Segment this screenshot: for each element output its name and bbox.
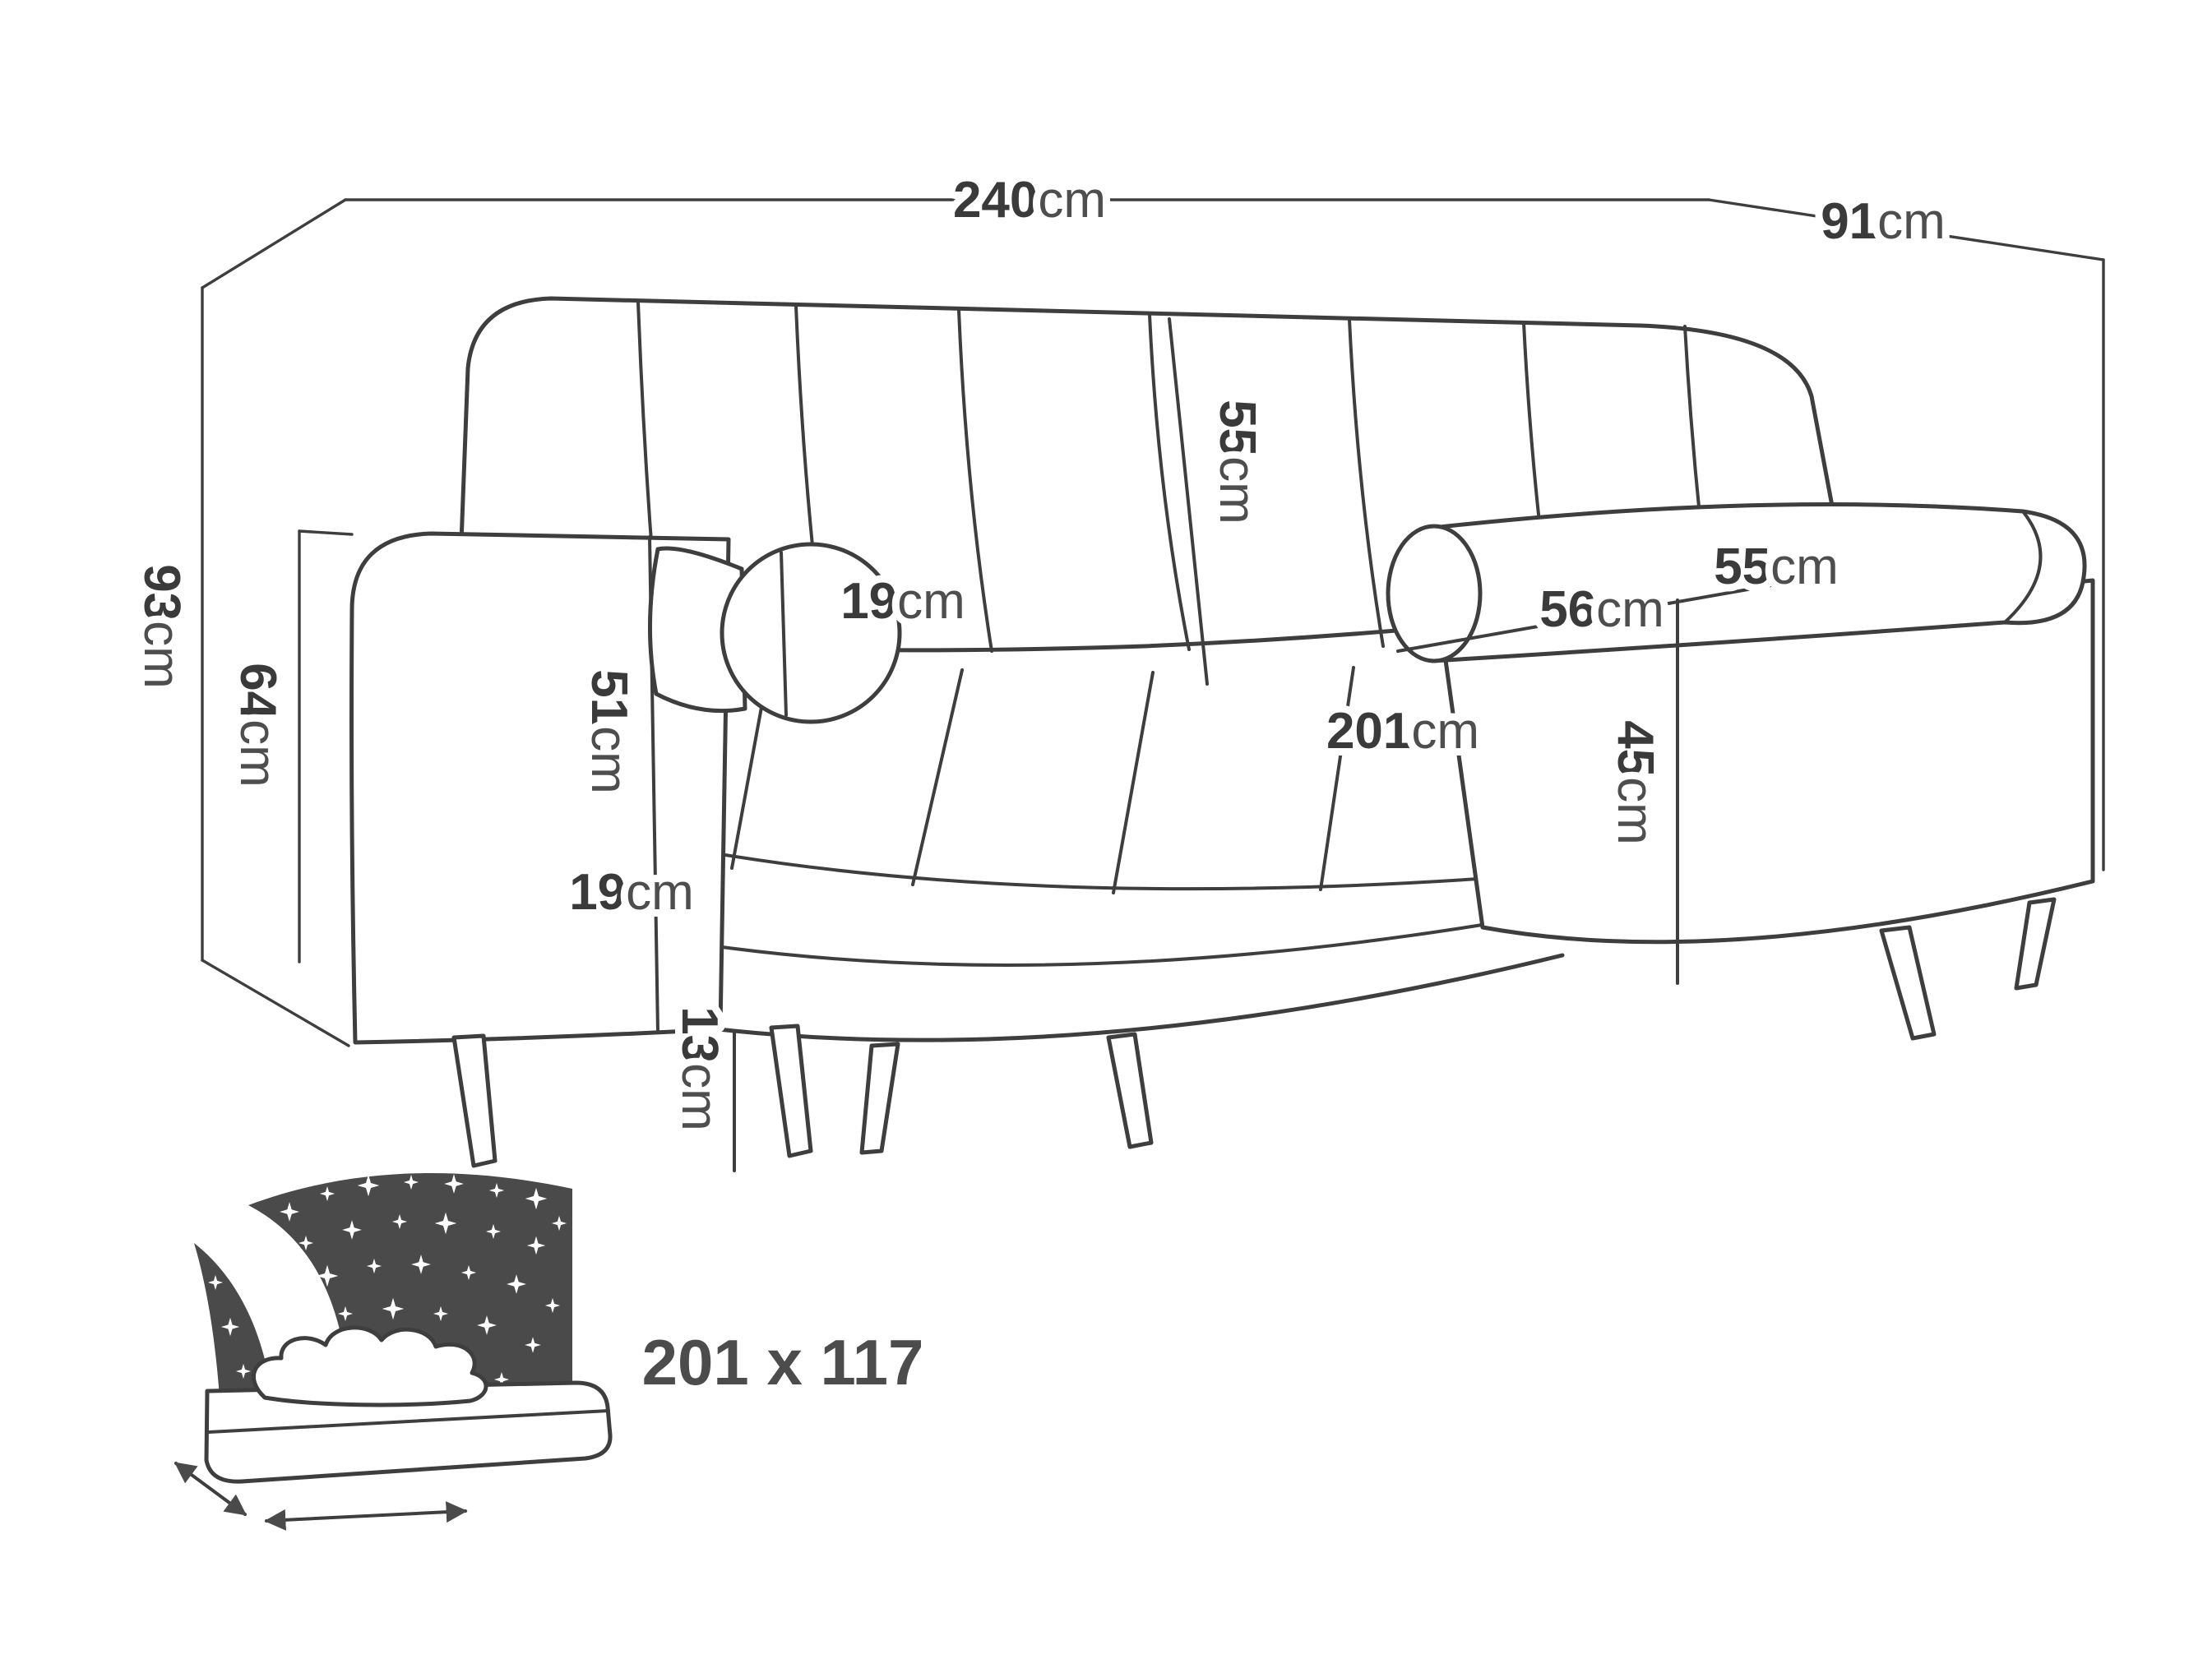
seat-band-seam: [720, 909, 1566, 967]
label-bolster-length: 55cm: [1714, 538, 1839, 595]
bed-icon: [174, 1173, 613, 1531]
seat-channel-seam: [911, 668, 964, 886]
dim-tick-arm-height: [298, 529, 354, 536]
dim-line-seat-depth: [1396, 579, 1801, 653]
right-bolster-body: [1430, 502, 2087, 663]
sofa-leg: [769, 1024, 813, 1158]
backrest-channel-seam: [1148, 313, 1191, 651]
sofa-left-armrest: [349, 531, 902, 1172]
sofa-leg: [859, 1042, 900, 1155]
left-bolster-seam: [780, 551, 788, 717]
seat-bottom-rail: [716, 953, 1565, 1042]
backrest-channel-seam: [957, 308, 993, 653]
left-bolster-end-cap: [720, 542, 902, 724]
label-bolster-diameter: 19cm: [840, 573, 965, 630]
sofa-leg: [1879, 925, 1937, 1041]
dim-line-left-perspective: [201, 198, 347, 289]
bed-duvet-pillow: [252, 1325, 488, 1407]
left-bolster-body: [648, 546, 747, 714]
right-bolster-cap-seam: [2003, 510, 2043, 624]
dimension-reference-lines: [201, 198, 2105, 1047]
bed-depth-arrow: [174, 1462, 248, 1516]
bed-width-arrow: [264, 1501, 468, 1531]
dim-line-left-bottom-perspective: [201, 959, 350, 1047]
label-leg-height: 13cm: [671, 1006, 728, 1131]
dim-line-total-depth: [1707, 198, 2105, 261]
label-total-depth: 91cm: [1821, 193, 1946, 250]
right-bolster-end-cap: [1386, 524, 1483, 663]
sofa-legs: [451, 897, 2057, 1168]
seat-channel-seam: [1319, 666, 1355, 891]
label-sleeping-area: 201 x 117: [642, 1326, 924, 1398]
label-back-height: 55cm: [1209, 400, 1266, 525]
sofa-leg: [1106, 1032, 1154, 1149]
label-total-width: 240cm: [953, 172, 1106, 229]
left-armrest-body: [349, 531, 731, 1045]
label-total-height: 93cm: [133, 564, 190, 689]
label-seat-width: 201cm: [1326, 703, 1479, 760]
sofa-leg: [2014, 897, 2057, 991]
dimension-labels: 240cm 91cm 93cm 64cm 55cm 19cm 55cm 56cm…: [126, 164, 1953, 1406]
sofa-right-armrest: [1386, 502, 2095, 985]
label-seat-height: 45cm: [1607, 720, 1664, 845]
backrest-channel-seam: [1348, 318, 1385, 648]
bed-mattress-seam: [207, 1409, 610, 1434]
label-arm-front-height: 51cm: [581, 669, 637, 794]
seat-channel-seam: [1112, 671, 1155, 894]
label-seat-depth: 56cm: [1539, 581, 1664, 638]
dim-line-back-height: [1168, 317, 1209, 686]
label-arm-width: 19cm: [569, 864, 694, 921]
sofa-leg: [451, 1033, 497, 1168]
seat-front-edge: [724, 853, 1597, 891]
label-arm-height: 64cm: [229, 663, 286, 788]
